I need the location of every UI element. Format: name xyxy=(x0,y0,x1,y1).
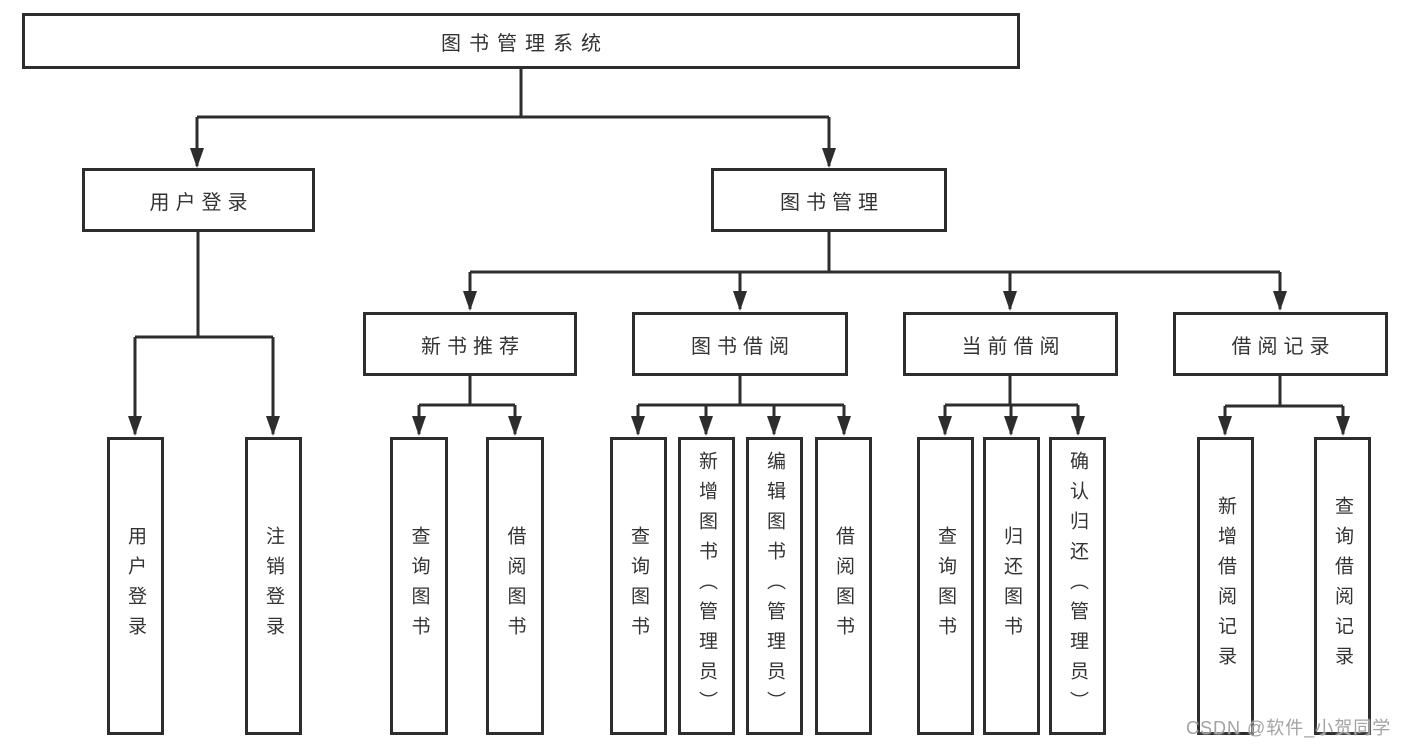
leaf-label: 查询图书 xyxy=(408,526,430,646)
leaf-borrow-books-recommend: 借阅图书 xyxy=(486,437,544,735)
connector-root xyxy=(197,69,829,119)
leaf-return-books: 归还图书 xyxy=(983,437,1040,735)
leaf-label: 用户登录 xyxy=(125,526,146,646)
leaf-logout: 注销登录 xyxy=(245,437,302,735)
leaf-query-books-borrow: 查询图书 xyxy=(610,437,667,735)
leaf-add-books-admin: 新增图书（管理员） xyxy=(678,437,735,735)
connector-records xyxy=(1225,376,1343,408)
node-label: 图书借阅 xyxy=(691,335,795,358)
leaf-query-borrow-record: 查询借阅记录 xyxy=(1314,437,1371,735)
node-book-management: 图书管理 xyxy=(711,168,947,232)
node-label: 用户登录 xyxy=(149,191,254,214)
connector-login xyxy=(135,232,273,339)
leaf-query-books-current: 查询图书 xyxy=(917,437,974,735)
node-label: 图书管理系统 xyxy=(441,32,609,55)
node-book-borrow: 图书借阅 xyxy=(632,312,848,376)
leaf-label: 新增图书（管理员） xyxy=(696,451,717,721)
node-current-borrow: 当前借阅 xyxy=(903,312,1118,376)
leaf-user-login: 用户登录 xyxy=(107,437,164,735)
node-label: 当前借阅 xyxy=(961,335,1066,358)
node-new-book-recommend: 新书推荐 xyxy=(363,312,577,376)
node-user-login-group: 用户登录 xyxy=(82,168,315,232)
node-borrow-records: 借阅记录 xyxy=(1173,312,1388,376)
connector-current xyxy=(945,376,1078,407)
leaf-label: 归还图书 xyxy=(1001,526,1022,646)
node-label: 新书推荐 xyxy=(421,335,525,358)
leaf-label: 查询图书 xyxy=(935,526,956,646)
leaf-label: 查询借阅记录 xyxy=(1332,496,1353,676)
leaf-label: 确认归还（管理员） xyxy=(1067,451,1088,721)
leaf-label: 编辑图书（管理员） xyxy=(764,451,785,721)
leaf-query-books-recommend: 查询图书 xyxy=(390,437,448,735)
leaf-confirm-return-admin: 确认归还（管理员） xyxy=(1049,437,1106,735)
leaf-label: 借阅图书 xyxy=(833,526,854,646)
leaf-add-borrow-record: 新增借阅记录 xyxy=(1197,437,1254,735)
csdn-watermark: CSDN @软件_小贺同学 xyxy=(1186,718,1392,738)
node-label: 图书管理 xyxy=(780,191,884,214)
leaf-label: 新增借阅记录 xyxy=(1215,496,1236,676)
connector-borrow xyxy=(638,376,844,407)
leaf-label: 注销登录 xyxy=(263,526,284,646)
connector-recommend xyxy=(419,376,515,407)
node-label: 借阅记录 xyxy=(1231,335,1336,358)
connector-mgmt xyxy=(470,232,1280,274)
leaf-label: 查询图书 xyxy=(628,526,649,646)
node-root-system: 图书管理系统 xyxy=(22,13,1020,69)
leaf-borrow-books: 借阅图书 xyxy=(815,437,872,735)
leaf-label: 借阅图书 xyxy=(504,526,526,646)
leaf-edit-books-admin: 编辑图书（管理员） xyxy=(746,437,803,735)
